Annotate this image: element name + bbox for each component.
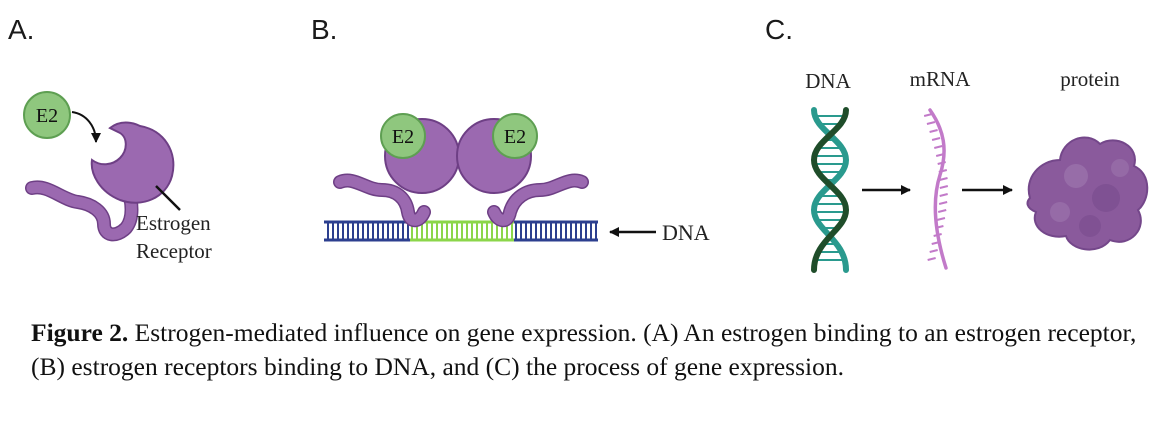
mrna-base (939, 177, 948, 181)
estrogen-receptor (90, 121, 175, 204)
mrna-base (927, 257, 936, 261)
e2-ligand-right (492, 113, 538, 159)
e2-label-right: E2 (504, 126, 526, 148)
receptor-label-line1: Estrogen (136, 211, 211, 235)
caption-text: Estrogen-mediated influence on gene expr… (31, 318, 1137, 381)
panel-c: DNA mRNA protein (805, 67, 1149, 273)
dna-strand (324, 220, 598, 242)
mrna-strand (923, 108, 949, 270)
panel-b: E2 E2 DNA (324, 113, 710, 245)
panel-a: E2 Estrogen Receptor (23, 91, 212, 263)
mrna-base (939, 193, 948, 197)
e2-label: E2 (36, 105, 58, 127)
mrna-base (929, 129, 938, 133)
mrna-base (931, 137, 941, 141)
protein-icon (1026, 136, 1149, 251)
panel-c-label: C. (765, 14, 793, 45)
receptor-right-tail (488, 175, 588, 226)
panel-b-label: B. (311, 14, 338, 45)
step-protein-label: protein (1060, 67, 1120, 91)
mrna-base (939, 185, 949, 189)
figure-caption: Figure 2. Estrogen-mediated influence on… (31, 316, 1151, 384)
mrna-base (938, 201, 948, 205)
step-mrna-label: mRNA (910, 67, 972, 91)
figure-number: Figure 2. (31, 318, 129, 347)
panel-a-label: A. (8, 14, 35, 45)
diagram-canvas: E2 Estrogen Receptor (23, 67, 1149, 273)
receptor-left-tail (334, 175, 430, 226)
receptor-label-line2: Receptor (136, 239, 212, 263)
mrna-base (937, 209, 947, 213)
mrna-base (936, 217, 946, 221)
dna-helix (810, 107, 850, 273)
step-dna-label: DNA (805, 69, 851, 93)
e2-ligand-left (380, 113, 426, 159)
e2-label-left: E2 (392, 126, 414, 148)
receptor-pointer (155, 185, 181, 211)
e2-ligand (23, 91, 71, 139)
binding-arrow (71, 111, 101, 143)
dna-label: DNA (662, 220, 710, 245)
mrna-base (934, 145, 943, 149)
mrna-base (926, 121, 936, 125)
mrna-base (929, 249, 938, 253)
